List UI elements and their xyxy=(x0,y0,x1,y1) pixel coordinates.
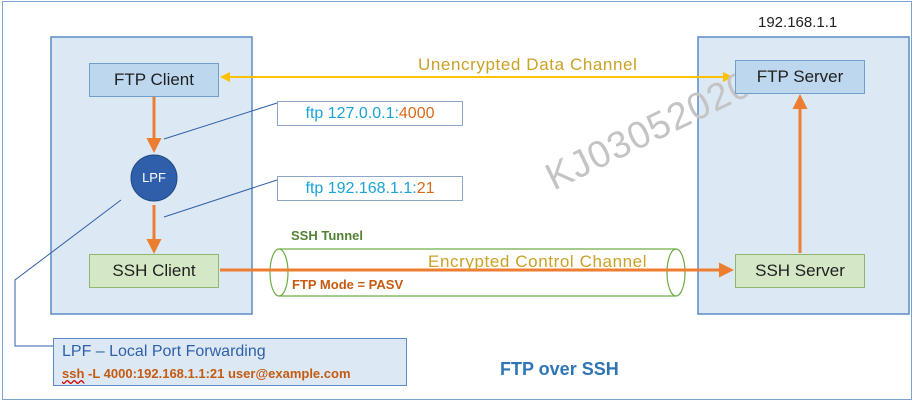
remote-port: 21 xyxy=(416,179,435,197)
legend-command-args: -L 4000:192.168.1.1:21 user@example.com xyxy=(84,366,351,381)
local-port: 4000 xyxy=(398,104,435,122)
ftp-mode-label: FTP Mode = PASV xyxy=(292,277,404,292)
ftp-server-box: FTP Server xyxy=(735,60,865,94)
flow-arrows xyxy=(146,94,808,278)
local-ftp-command-prefix: ftp 127.0.0.1: xyxy=(305,104,399,122)
legend-heading: LPF – Local Port Forwarding xyxy=(62,343,266,360)
unencrypted-channel-label: Unencrypted Data Channel xyxy=(418,55,638,74)
local-ftp-command-box: ftp 127.0.0.1:4000 xyxy=(277,101,463,126)
diagram-title: FTP over SSH xyxy=(500,359,619,379)
lpf-legend-box: LPF – Local Port Forwarding ssh -L 4000:… xyxy=(53,338,407,386)
server-ip-label: 192.168.1.1 xyxy=(758,14,838,31)
ssh-tunnel xyxy=(269,248,686,297)
legend-command-word: ssh xyxy=(62,366,85,381)
connector-lines xyxy=(14,102,278,347)
remote-ftp-command-prefix: ftp 192.168.1.1: xyxy=(305,179,417,197)
lpf-label: LPF xyxy=(142,170,166,185)
legend-command: ssh -L 4000:192.168.1.1:21 user@example.… xyxy=(62,367,351,380)
ssh-tunnel-label: SSH Tunnel xyxy=(291,228,363,243)
remote-ftp-command-box: ftp 192.168.1.1:21 xyxy=(277,176,463,201)
encrypted-channel-label: Encrypted Control Channel xyxy=(428,252,648,271)
ftp-client-box: FTP Client xyxy=(89,63,219,97)
ssh-client-box: SSH Client xyxy=(89,254,219,288)
lpf-node xyxy=(130,154,178,202)
ssh-server-box: SSH Server xyxy=(735,254,865,288)
